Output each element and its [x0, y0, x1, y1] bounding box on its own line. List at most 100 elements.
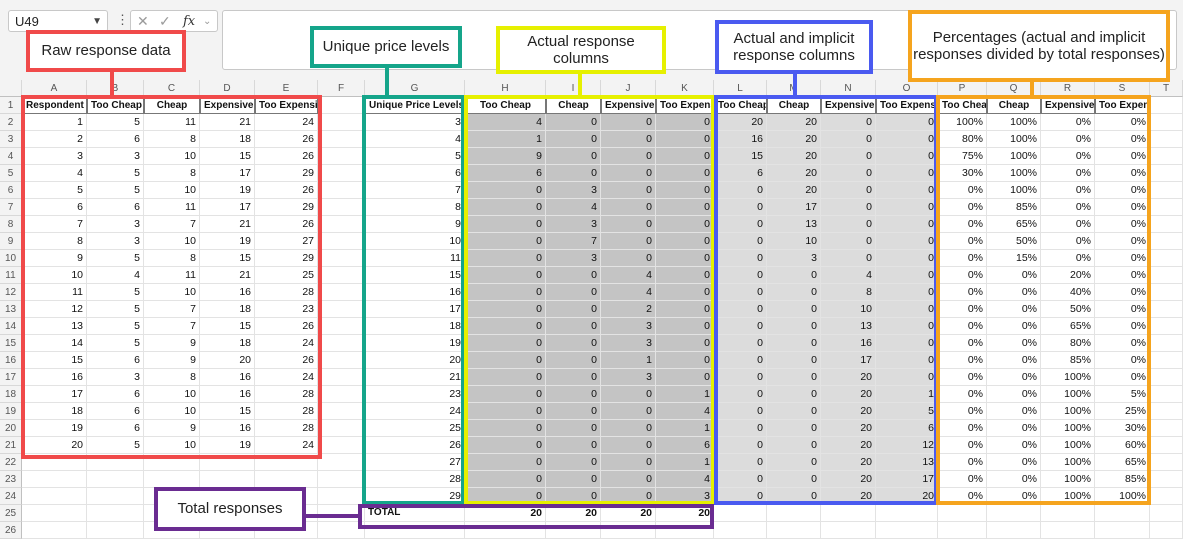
actual-column-header[interactable]: Too Cheap [465, 97, 546, 114]
cell[interactable] [22, 454, 87, 471]
percent-cell[interactable]: 0% [1095, 148, 1150, 165]
column-header[interactable]: B [87, 80, 144, 97]
cell[interactable] [767, 522, 821, 539]
actual-response-cell[interactable]: 0 [656, 352, 714, 369]
column-header[interactable]: D [200, 80, 255, 97]
actual-response-cell[interactable]: 0 [656, 284, 714, 301]
percent-cell[interactable]: 75% [938, 148, 987, 165]
raw-data-cell[interactable]: 6 [87, 131, 144, 148]
cell[interactable] [1150, 233, 1183, 250]
cell[interactable] [87, 522, 144, 539]
implicit-response-cell[interactable]: 0 [821, 250, 876, 267]
implicit-response-cell[interactable]: 0 [714, 403, 767, 420]
implicit-response-cell[interactable]: 12 [876, 437, 938, 454]
raw-data-cell[interactable]: 7 [144, 216, 200, 233]
actual-response-cell[interactable]: 0 [601, 386, 656, 403]
cell[interactable] [1150, 250, 1183, 267]
percent-cell[interactable]: 0% [938, 250, 987, 267]
raw-data-cell[interactable]: 8 [144, 369, 200, 386]
percent-cell[interactable]: 0% [938, 403, 987, 420]
raw-data-cell[interactable]: 24 [255, 114, 318, 131]
percent-cell[interactable]: 0% [987, 301, 1041, 318]
implicit-column-header[interactable]: Cheap [767, 97, 821, 114]
implicit-response-cell[interactable]: 0 [767, 318, 821, 335]
price-level-cell[interactable]: 27 [365, 454, 465, 471]
percent-cell[interactable]: 0% [938, 386, 987, 403]
column-header[interactable]: S [1095, 80, 1150, 97]
raw-data-cell[interactable]: 19 [200, 233, 255, 250]
column-header[interactable]: N [821, 80, 876, 97]
actual-response-cell[interactable]: 0 [601, 250, 656, 267]
raw-data-cell[interactable]: 2 [22, 131, 87, 148]
raw-data-cell[interactable]: 7 [144, 301, 200, 318]
actual-response-cell[interactable]: 0 [601, 131, 656, 148]
percent-cell[interactable]: 100% [1041, 454, 1095, 471]
implicit-response-cell[interactable]: 0 [714, 420, 767, 437]
column-header[interactable]: K [656, 80, 714, 97]
raw-data-cell[interactable]: 28 [255, 420, 318, 437]
percent-cell[interactable]: 50% [1041, 301, 1095, 318]
percent-cell[interactable]: 60% [1095, 437, 1150, 454]
actual-response-cell[interactable]: 0 [546, 131, 601, 148]
cell[interactable] [144, 471, 200, 488]
implicit-response-cell[interactable]: 0 [821, 233, 876, 250]
percent-cell[interactable]: 0% [987, 318, 1041, 335]
percent-cell[interactable]: 30% [1095, 420, 1150, 437]
implicit-response-cell[interactable]: 10 [767, 233, 821, 250]
implicit-response-cell[interactable]: 20 [821, 437, 876, 454]
percent-cell[interactable]: 100% [1041, 369, 1095, 386]
actual-response-cell[interactable]: 0 [601, 182, 656, 199]
percent-cell[interactable]: 0% [1041, 148, 1095, 165]
actual-response-cell[interactable]: 0 [601, 471, 656, 488]
actual-response-cell[interactable]: 3 [546, 216, 601, 233]
cell[interactable] [1095, 522, 1150, 539]
raw-data-cell[interactable]: 5 [87, 335, 144, 352]
percent-cell[interactable]: 0% [987, 454, 1041, 471]
cell[interactable] [318, 420, 365, 437]
cell[interactable] [318, 97, 365, 114]
raw-data-cell[interactable]: 6 [22, 199, 87, 216]
implicit-response-cell[interactable]: 0 [714, 301, 767, 318]
raw-data-cell[interactable]: 4 [87, 267, 144, 284]
row-header[interactable]: 17 [0, 369, 22, 386]
price-level-cell[interactable]: 20 [365, 352, 465, 369]
implicit-response-cell[interactable]: 0 [876, 148, 938, 165]
cell[interactable] [87, 454, 144, 471]
percent-cell[interactable]: 0% [987, 335, 1041, 352]
column-header[interactable]: I [546, 80, 601, 97]
raw-data-cell[interactable]: 7 [144, 318, 200, 335]
actual-response-cell[interactable]: 0 [546, 148, 601, 165]
cell[interactable] [1095, 505, 1150, 522]
actual-response-cell[interactable]: 0 [656, 318, 714, 335]
raw-data-cell[interactable]: 18 [200, 131, 255, 148]
actual-response-cell[interactable]: 0 [601, 233, 656, 250]
raw-data-cell[interactable]: 24 [255, 369, 318, 386]
row-header[interactable]: 18 [0, 386, 22, 403]
actual-response-cell[interactable]: 0 [656, 301, 714, 318]
cell[interactable] [1150, 335, 1183, 352]
implicit-response-cell[interactable]: 0 [714, 352, 767, 369]
price-level-cell[interactable]: 15 [365, 267, 465, 284]
actual-response-cell[interactable]: 0 [546, 267, 601, 284]
row-header[interactable]: 4 [0, 148, 22, 165]
row-header[interactable]: 15 [0, 335, 22, 352]
cancel-icon[interactable]: ✕ [137, 13, 149, 29]
percent-cell[interactable]: 0% [1041, 182, 1095, 199]
cell[interactable] [318, 488, 365, 505]
price-level-cell[interactable]: 19 [365, 335, 465, 352]
actual-response-cell[interactable]: 0 [465, 488, 546, 505]
row-header[interactable]: 21 [0, 437, 22, 454]
actual-response-cell[interactable]: 1 [465, 131, 546, 148]
implicit-response-cell[interactable]: 17 [767, 199, 821, 216]
cell[interactable] [318, 114, 365, 131]
cell[interactable] [1150, 131, 1183, 148]
raw-data-cell[interactable]: 3 [87, 369, 144, 386]
actual-response-cell[interactable]: 0 [546, 318, 601, 335]
raw-data-cell[interactable]: 17 [200, 199, 255, 216]
cell[interactable] [318, 369, 365, 386]
implicit-response-cell[interactable]: 13 [876, 454, 938, 471]
cell[interactable] [318, 454, 365, 471]
insert-function-icon[interactable]: fx [183, 14, 196, 29]
actual-response-cell[interactable]: 0 [465, 216, 546, 233]
cell[interactable] [200, 471, 255, 488]
